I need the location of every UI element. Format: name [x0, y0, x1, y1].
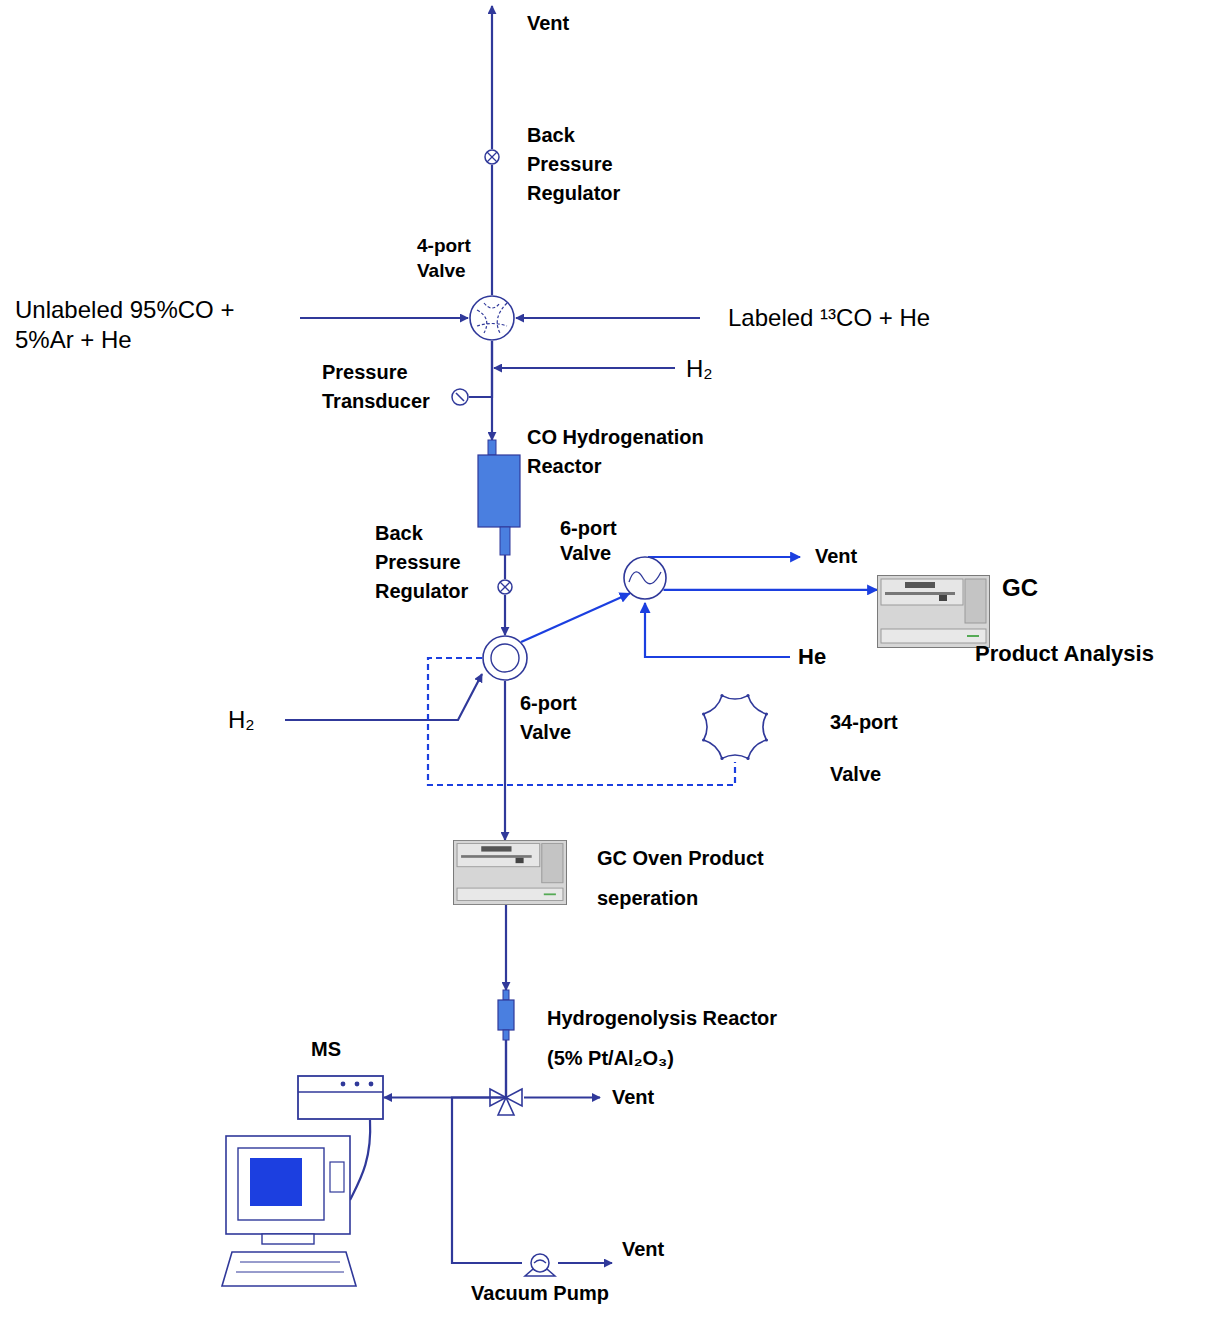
flow-line: [664, 589, 878, 591]
valve-symbol-outline: [623, 556, 667, 600]
stream-label: Vent: [527, 10, 607, 36]
reactor-vessel: Hydrogenolysis Reactor (5% Pt/Al₂O₃): [498, 990, 514, 1040]
node-label: 34-port Valve: [830, 696, 915, 800]
stream-label: Unlabeled 95%CO + 5%Ar + He: [15, 295, 270, 355]
stream-label: H₂: [228, 705, 278, 735]
node-label: 4-port Valve: [417, 233, 485, 283]
regulator-symbol-outline: [484, 149, 500, 165]
node-label: 6-port Valve: [520, 689, 595, 747]
mass-spectrometer-outline: [297, 1075, 384, 1120]
node-label: MS: [311, 1035, 371, 1064]
node-label: GC: [1002, 573, 1062, 602]
flow-line: [428, 658, 735, 785]
valve-symbol-outline: [700, 692, 770, 762]
flow-line: [505, 905, 507, 990]
flow-line: [384, 1040, 506, 1098]
stream-label: Vent: [815, 543, 895, 569]
computer: [222, 1136, 356, 1286]
node-label: Back Pressure Regulator: [375, 519, 490, 606]
node-label: Back Pressure Regulator: [527, 121, 639, 208]
valve-symbol: 6-port Valve: [482, 635, 528, 681]
regulator-symbol: Back Pressure Regulator: [484, 149, 500, 165]
valve-symbol-outline: [482, 635, 528, 681]
carrier-line: [645, 603, 790, 657]
feed-line: [300, 317, 468, 319]
flow-line: [452, 1040, 522, 1263]
node-label: 6-port Valve: [560, 516, 630, 566]
flow-line: [469, 341, 492, 397]
node-label: Vacuum Pump: [470, 1280, 610, 1306]
gc-instrument: GCProduct Analysis: [877, 575, 990, 648]
node-label: Product Analysis: [975, 639, 1215, 668]
feed-line: [516, 317, 700, 319]
vent-line: [491, 6, 493, 149]
valve-symbol-outline: [469, 295, 515, 341]
reactor-vessel-outline: [478, 440, 520, 555]
node-label: CO Hydrogenation Reactor: [527, 423, 762, 481]
vent-line: [524, 1096, 600, 1098]
valve-symbol: 6-port Valve: [623, 556, 667, 600]
reactor-vessel-outline: [498, 990, 514, 1040]
mass-spectrometer: MS: [297, 1075, 384, 1120]
flow-line: [521, 593, 630, 642]
valve-symbol: 4-port Valve: [469, 295, 515, 341]
stream-label: He: [798, 644, 858, 670]
flow-line: [504, 595, 506, 635]
transducer-symbol-outline: [451, 388, 469, 406]
stream-label: Labeled ¹³CO + He: [728, 303, 1028, 333]
gc-oven-outline: [453, 840, 567, 905]
reactor-vessel: CO Hydrogenation Reactor: [478, 440, 520, 555]
vent-line: [558, 1262, 612, 1264]
stream-label: Vent: [622, 1236, 702, 1262]
node-label: Hydrogenolysis Reactor (5% Pt/Al₂O₃): [547, 998, 795, 1078]
valve-symbol: 34-port Valve: [700, 692, 770, 762]
hydrogen-line: [285, 674, 482, 720]
stream-label: H₂: [686, 354, 746, 384]
node-label: Pressure Transducer: [322, 358, 434, 416]
vacuum-pump: Vacuum Pump: [522, 1250, 558, 1276]
vent-line: [648, 556, 800, 558]
hydrogen-line: [494, 367, 675, 369]
node-label: GC Oven Product seperation: [597, 838, 775, 918]
data-cable: [350, 1120, 370, 1200]
regulator-symbol-outline: [497, 579, 513, 595]
transducer-symbol: Pressure Transducer: [451, 388, 469, 406]
vacuum-pump-outline: [522, 1250, 558, 1276]
gc-oven: GC Oven Product seperation: [453, 840, 567, 905]
gc-instrument-outline: [877, 575, 990, 648]
flow-line: [504, 681, 506, 840]
flow-line: [491, 165, 493, 295]
regulator-symbol: Back Pressure Regulator: [497, 579, 513, 595]
flow-line: [504, 555, 506, 579]
stream-label: Vent: [612, 1084, 692, 1110]
